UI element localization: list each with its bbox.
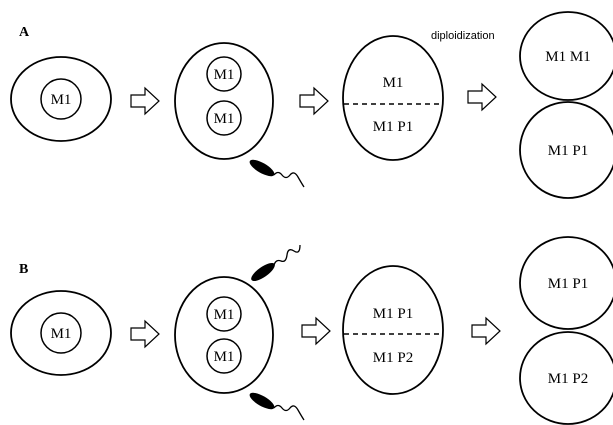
panel-b-label: B	[19, 262, 28, 277]
panel-b-output-bottom: M1 P2	[519, 331, 613, 425]
output-label: M1 M1	[545, 49, 590, 65]
panel-a-cell-3: M1 M1 P1	[342, 35, 444, 161]
panel-b-cell-2: M1 M1	[174, 244, 305, 421]
nucleus-label: M1	[51, 326, 72, 342]
diploidization-label: diploidization	[431, 30, 495, 42]
sperm-icon	[249, 159, 305, 188]
top-label: M1 P1	[373, 306, 413, 322]
arrow-icon	[467, 83, 497, 111]
arrow-icon	[471, 317, 501, 345]
bottom-label: M1 P1	[373, 119, 413, 135]
nucleus-label: M1	[214, 307, 235, 323]
output-label: M1 P1	[548, 143, 588, 159]
sperm-icon	[249, 392, 305, 421]
nucleus-label: M1	[214, 67, 235, 83]
panel-a-output-top: M1 M1	[519, 11, 613, 101]
bottom-label: M1 P2	[373, 350, 413, 366]
panel-a: A M1 M1 M1 M1 M1 P1 dipl	[10, 11, 613, 199]
nucleus	[206, 296, 242, 332]
arrow-icon	[299, 87, 329, 115]
panel-a-cell-2: M1 M1	[174, 42, 305, 188]
panel-b-cell-3: M1 P1 M1 P2	[342, 265, 444, 395]
arrow-icon	[301, 317, 331, 345]
panel-a-label: A	[19, 25, 30, 40]
nucleus	[206, 338, 242, 374]
panel-a-output-bottom: M1 P1	[519, 101, 613, 199]
nucleus	[40, 312, 82, 354]
arrow-icon	[130, 320, 160, 348]
output-label: M1 P1	[548, 276, 588, 292]
output-label: M1 P2	[548, 371, 588, 387]
panel-b: B M1 M1 M1	[10, 236, 613, 425]
top-label: M1	[383, 75, 404, 91]
nucleus	[206, 100, 242, 136]
sperm-icon	[251, 244, 301, 282]
nucleus	[206, 56, 242, 92]
nucleus-label: M1	[51, 92, 72, 108]
panel-a-cell-1: M1	[10, 56, 112, 142]
nucleus-label: M1	[214, 349, 235, 365]
panel-b-cell-1: M1	[10, 290, 112, 376]
nucleus	[40, 78, 82, 120]
arrow-icon	[130, 87, 160, 115]
nucleus-label: M1	[214, 111, 235, 127]
panel-b-output-top: M1 P1	[519, 236, 613, 330]
